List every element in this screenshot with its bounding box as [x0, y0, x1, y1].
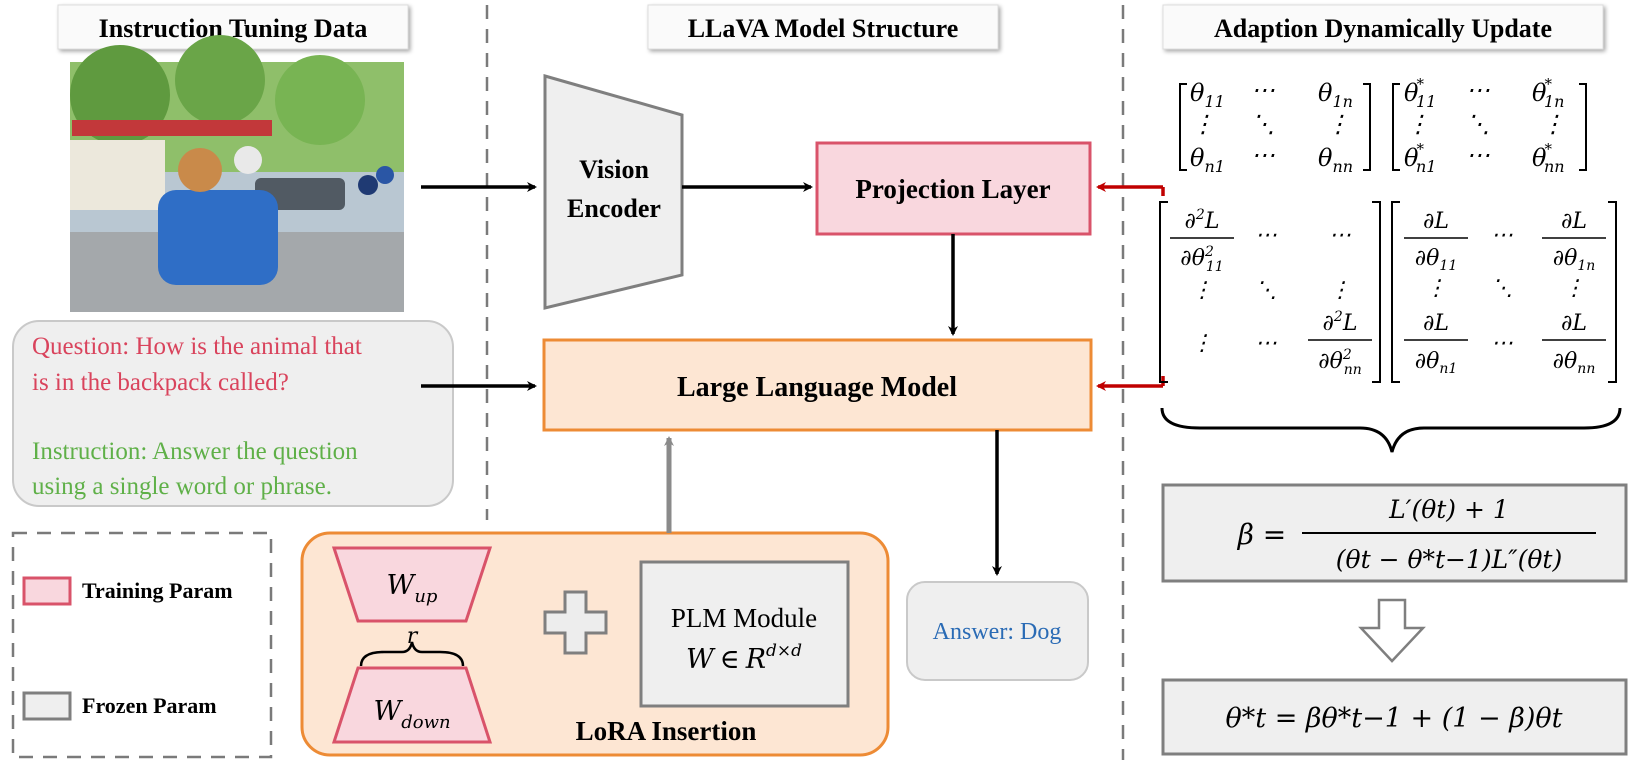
vision-encoder: Vision Encoder [543, 74, 684, 310]
instruction-line-2: using a single word or phrase. [32, 473, 332, 500]
svg-text:∂L: ∂L [1423, 209, 1449, 234]
svg-text:⋮: ⋮ [1191, 110, 1215, 138]
legend-training-label: Training Param [82, 578, 233, 603]
svg-text:⋯: ⋯ [1255, 223, 1277, 248]
svg-text:⋯: ⋯ [1491, 331, 1513, 356]
plm-module-formula: W∈Rd×d [686, 641, 802, 675]
answer-box: Answer: Dog [906, 581, 1089, 681]
svg-text:⋯: ⋯ [1329, 223, 1351, 248]
svg-text:θ*t = βθ*t−1 + (1 − β)θt: θ*t = βθ*t−1 + (1 − β)θt [1226, 703, 1563, 734]
theta-matrix: θ11 ⋯ θ1n ⋮ ⋱ ⋮ θn1 ⋯ θnn [1179, 76, 1371, 176]
prompt-box: Question: How is the animal that is in t… [12, 320, 454, 507]
w-down-label: Wdown [373, 696, 450, 733]
sample-photo [70, 35, 404, 312]
gradient-matrix: ∂L ∂θ11 ⋯ ∂L ∂θ1n ⋮ ⋱ ⋮ ∂L ∂θn1 ⋯ ∂L ∂θn… [1391, 201, 1617, 383]
w-up-label: Wup [387, 570, 438, 607]
legend-training-swatch [22, 576, 72, 606]
svg-text:⋮: ⋮ [1406, 110, 1430, 138]
plus-icon [543, 590, 608, 655]
svg-text:⋮: ⋮ [1191, 278, 1213, 303]
svg-text:L′(θt) + 1: L′(θt) + 1 [1388, 495, 1509, 524]
svg-text:θnn: θnn [1318, 144, 1353, 176]
beta-formula: β = L′(θt) + 1 (θt − θ*t−1)L″(θt) [1161, 483, 1628, 583]
down-arrow-icon [1358, 598, 1426, 663]
svg-text:⋮: ⋮ [1191, 331, 1213, 356]
svg-text:θ11: θ11 [1190, 79, 1225, 111]
update-formula: θ*t = βθ*t−1 + (1 − β)θt [1161, 678, 1628, 756]
svg-text:⋮: ⋮ [1326, 110, 1350, 138]
svg-text:∂2L: ∂2L [1185, 207, 1220, 234]
svg-text:⋱: ⋱ [1251, 110, 1275, 138]
question-line-1: Question: How is the animal that [32, 333, 362, 360]
svg-text:⋱: ⋱ [1255, 278, 1277, 303]
summary-brace [1160, 407, 1622, 453]
svg-text:∂θn1: ∂θn1 [1415, 349, 1458, 377]
instruction-line-1: Instruction: Answer the question [32, 438, 358, 465]
question-line-2: is in the backpack called? [32, 369, 289, 396]
svg-text:θn1: θn1 [1190, 144, 1225, 176]
lora-insertion-label: LoRA Insertion [576, 716, 757, 746]
svg-text:⋮: ⋮ [1563, 276, 1585, 301]
rank-label: r [407, 624, 419, 649]
svg-text:θ*11: θ*11 [1404, 75, 1436, 111]
svg-text:⋯: ⋯ [1251, 141, 1275, 169]
svg-text:Vision: Vision [579, 155, 649, 184]
svg-text:θ*1n: θ*1n [1532, 75, 1564, 111]
plm-module-title: PLM Module [671, 603, 817, 633]
svg-text:Adaption Dynamically Update: Adaption Dynamically Update [1214, 14, 1552, 43]
svg-text:β =: β = [1237, 518, 1287, 551]
svg-text:∂θ11: ∂θ11 [1415, 246, 1457, 274]
svg-text:Answer: Dog: Answer: Dog [933, 619, 1062, 645]
plm-module [639, 560, 850, 708]
svg-text:⋯: ⋯ [1466, 76, 1490, 104]
svg-text:(θt − θ*t−1)L″(θt): (θt − θ*t−1)L″(θt) [1336, 545, 1562, 574]
svg-text:⋯: ⋯ [1255, 331, 1277, 356]
svg-text:∂L: ∂L [1561, 209, 1587, 234]
adapt-section-title: Adaption Dynamically Update [1162, 4, 1604, 50]
svg-text:⋯: ⋯ [1251, 76, 1275, 104]
rank-brace [359, 641, 465, 667]
svg-text:θ1n: θ1n [1318, 79, 1353, 111]
large-language-model: Large Language Model [542, 338, 1093, 432]
model-section-title: LLaVA Model Structure [647, 4, 999, 50]
svg-text:LLaVA Model Structure: LLaVA Model Structure [688, 14, 959, 43]
projection-layer: Projection Layer [815, 141, 1092, 236]
svg-text:⋮: ⋮ [1541, 110, 1565, 138]
legend-frozen-label: Frozen Param [82, 693, 217, 718]
lora-panel: Wup r Wdown PLM Module W∈Rd×d LoRA Inser… [300, 531, 890, 757]
w-down-block [331, 666, 493, 744]
svg-text:θ*n1: θ*n1 [1404, 140, 1436, 176]
legend-frozen-swatch [22, 691, 72, 721]
svg-text:∂θnn: ∂θnn [1553, 349, 1596, 377]
svg-text:Projection Layer: Projection Layer [855, 174, 1050, 204]
svg-text:⋯: ⋯ [1491, 223, 1513, 248]
svg-text:Large Language Model: Large Language Model [677, 372, 957, 403]
svg-text:⋮: ⋮ [1329, 278, 1351, 303]
w-up-block [331, 546, 493, 623]
svg-text:⋱: ⋱ [1491, 276, 1513, 301]
svg-text:Encoder: Encoder [567, 194, 661, 223]
svg-text:⋱: ⋱ [1466, 110, 1490, 138]
svg-text:θ*nn: θ*nn [1532, 140, 1565, 176]
svg-text:⋮: ⋮ [1425, 276, 1447, 301]
svg-text:∂θ1n: ∂θ1n [1553, 246, 1596, 274]
legend: Training Param Frozen Param [11, 531, 273, 759]
theta-star-matrix: θ*11 ⋯ θ*1n ⋮ ⋱ ⋮ θ*n1 ⋯ θ*nn [1392, 75, 1587, 176]
svg-text:∂2L: ∂2L [1323, 309, 1358, 336]
svg-text:∂L: ∂L [1561, 311, 1587, 336]
svg-text:∂L: ∂L [1423, 311, 1449, 336]
svg-text:⋯: ⋯ [1466, 141, 1490, 169]
